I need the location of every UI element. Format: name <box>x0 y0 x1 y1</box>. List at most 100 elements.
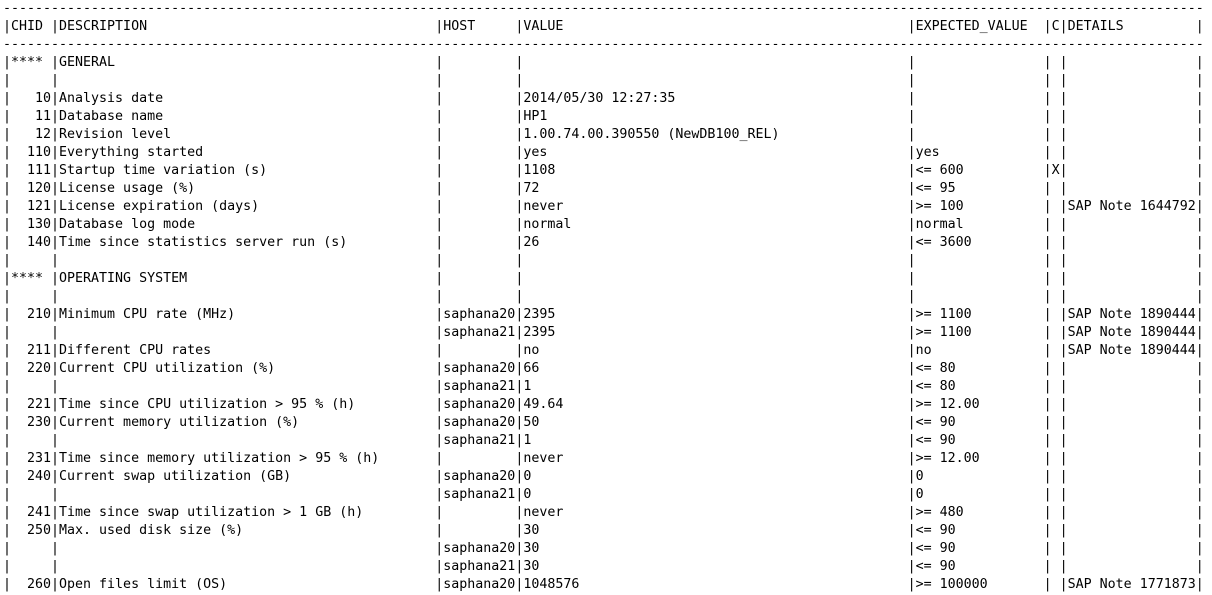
column-divider: | <box>1043 127 1052 142</box>
table-row: |||saphana21|1|<= 80||| <box>3 378 1212 396</box>
column-divider: | <box>3 469 11 484</box>
cell-check-flag <box>1052 90 1060 108</box>
cell-check-flag <box>1052 54 1060 72</box>
separator-row: ----------------------------------------… <box>3 36 1212 54</box>
column-divider: | <box>435 19 444 34</box>
header-row: |CHID|DESCRIPTION|HOST|VALUE|EXPECTED_VA… <box>3 18 1212 36</box>
column-divider: | <box>515 253 524 268</box>
column-divider: | <box>51 253 60 268</box>
cell-host: saphana21 <box>443 559 516 574</box>
column-divider: | <box>907 199 916 214</box>
column-divider: | <box>1043 109 1052 124</box>
column-divider: | <box>51 181 60 196</box>
cell-host <box>443 198 515 216</box>
column-divider: | <box>435 343 444 358</box>
cell-value <box>523 252 907 270</box>
cell-description: Everything started <box>59 145 204 160</box>
cell-chid: 11 <box>35 109 52 124</box>
column-divider: | <box>1043 145 1052 160</box>
cell-value: never <box>523 451 564 466</box>
column-divider: | <box>515 145 524 160</box>
cell-value: 2014/05/30 12:27:35 <box>523 91 676 106</box>
column-divider: | <box>1195 73 1204 88</box>
cell-check-flag <box>1052 180 1060 198</box>
cell-description: Revision level <box>59 127 172 142</box>
column-header-desc: DESCRIPTION <box>59 19 148 34</box>
column-divider: | <box>907 397 916 412</box>
cell-details <box>1068 540 1196 558</box>
column-divider: | <box>51 397 60 412</box>
cell-value: 30 <box>523 523 540 538</box>
column-divider: | <box>1043 19 1052 34</box>
column-divider: | <box>907 577 916 592</box>
column-divider: | <box>515 199 524 214</box>
dashed-line: ----------------------------------------… <box>3 1 1204 16</box>
column-divider: | <box>515 307 524 322</box>
column-divider: | <box>435 217 444 232</box>
column-divider: | <box>1059 145 1068 160</box>
column-header-det: DETAILS <box>1067 19 1124 34</box>
cell-chid: 120 <box>26 181 52 196</box>
cell-chid: 220 <box>26 361 52 376</box>
column-divider: | <box>1059 19 1068 34</box>
cell-host <box>443 72 515 90</box>
column-divider: | <box>907 487 916 502</box>
column-divider: | <box>1043 361 1052 376</box>
column-divider: | <box>435 415 444 430</box>
table-row: |111|Startup time variation (s)||1108|<=… <box>3 162 1212 180</box>
cell-chid <box>11 540 51 558</box>
cell-expected-value: >= 100000 <box>915 577 988 592</box>
column-divider: | <box>3 19 11 34</box>
column-divider: | <box>907 307 916 322</box>
cell-host <box>443 270 515 288</box>
cell-details: SAP Note 1890444 <box>1067 307 1196 322</box>
cell-value <box>523 54 907 72</box>
column-divider: | <box>515 379 524 394</box>
column-divider: | <box>1059 577 1068 592</box>
column-divider: | <box>907 181 916 196</box>
cell-check-flag <box>1052 126 1060 144</box>
column-divider: | <box>907 523 916 538</box>
table-row: |231|Time since memory utilization > 95 … <box>3 450 1212 468</box>
cell-value: 1 <box>523 433 532 448</box>
cell-host: saphana20 <box>443 307 516 322</box>
cell-expected-value: <= 90 <box>915 523 956 538</box>
column-divider: | <box>3 505 11 520</box>
column-divider: | <box>1195 379 1204 394</box>
column-divider: | <box>1195 253 1204 268</box>
table-row: |140|Time since statistics server run (s… <box>3 234 1212 252</box>
column-divider: | <box>1059 253 1068 268</box>
column-divider: | <box>1043 253 1052 268</box>
column-divider: | <box>51 415 60 430</box>
column-divider: | <box>1195 19 1204 34</box>
column-divider: | <box>1059 415 1068 430</box>
column-divider: | <box>1043 289 1052 304</box>
cell-description <box>59 252 435 270</box>
column-divider: | <box>51 217 60 232</box>
column-divider: | <box>1059 217 1068 232</box>
column-divider: | <box>1059 181 1068 196</box>
column-divider: | <box>1043 487 1052 502</box>
cell-expected-value: >= 480 <box>915 505 964 520</box>
column-divider: | <box>3 217 11 232</box>
column-divider: | <box>435 505 444 520</box>
cell-check-flag <box>1052 576 1060 594</box>
cell-check-flag <box>1052 72 1060 90</box>
cell-check-flag <box>1052 558 1060 576</box>
column-divider: | <box>51 577 60 592</box>
column-divider: | <box>907 235 916 250</box>
column-divider: | <box>1195 235 1204 250</box>
cell-expected-value: <= 600 <box>915 163 964 178</box>
cell-details <box>1068 108 1196 126</box>
cell-details <box>1068 180 1196 198</box>
cell-check-flag <box>1052 432 1060 450</box>
column-divider: | <box>435 289 444 304</box>
column-divider: | <box>435 577 444 592</box>
column-divider: | <box>1195 451 1204 466</box>
column-divider: | <box>515 505 524 520</box>
cell-chid: 221 <box>26 397 52 412</box>
cell-check-flag <box>1052 198 1060 216</box>
cell-host <box>443 288 515 306</box>
cell-host <box>443 522 515 540</box>
column-divider: | <box>907 271 916 286</box>
